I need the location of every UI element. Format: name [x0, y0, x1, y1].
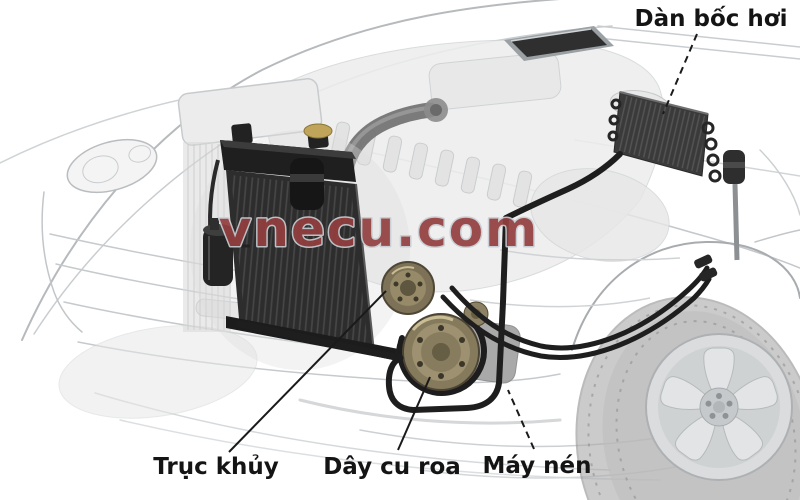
- leader-lines: [228, 33, 698, 453]
- leader-line-crankshaft: [228, 290, 387, 453]
- headlight-outline: [66, 138, 158, 194]
- ac-hoses: [236, 151, 718, 414]
- belt-illustration: [397, 315, 487, 396]
- watermark-text: vnecu.com: [219, 200, 539, 258]
- evaporator-illustration: [607, 91, 745, 261]
- label-evaporator: Dàn bốc hơi: [635, 5, 788, 32]
- leader-line-compressor: [507, 389, 535, 450]
- condenser-illustration: [190, 123, 423, 370]
- front-left-ghost-tire: [58, 325, 258, 419]
- label-compressor: Máy nén: [482, 453, 591, 479]
- label-crankshaft: Trục khủy: [153, 454, 279, 480]
- cabin-filter-panel: [504, 26, 614, 61]
- leader-line-belt: [397, 376, 431, 451]
- engine-ghost: [177, 39, 681, 332]
- front-wheel: [575, 296, 800, 500]
- condenser-canister: [290, 158, 324, 210]
- crankshaft-pulley-illustration: [381, 261, 435, 315]
- label-belt: Dây cu roa: [323, 454, 461, 480]
- receiver-drier-illustration: [203, 218, 250, 286]
- leader-line-evaporator: [662, 33, 698, 115]
